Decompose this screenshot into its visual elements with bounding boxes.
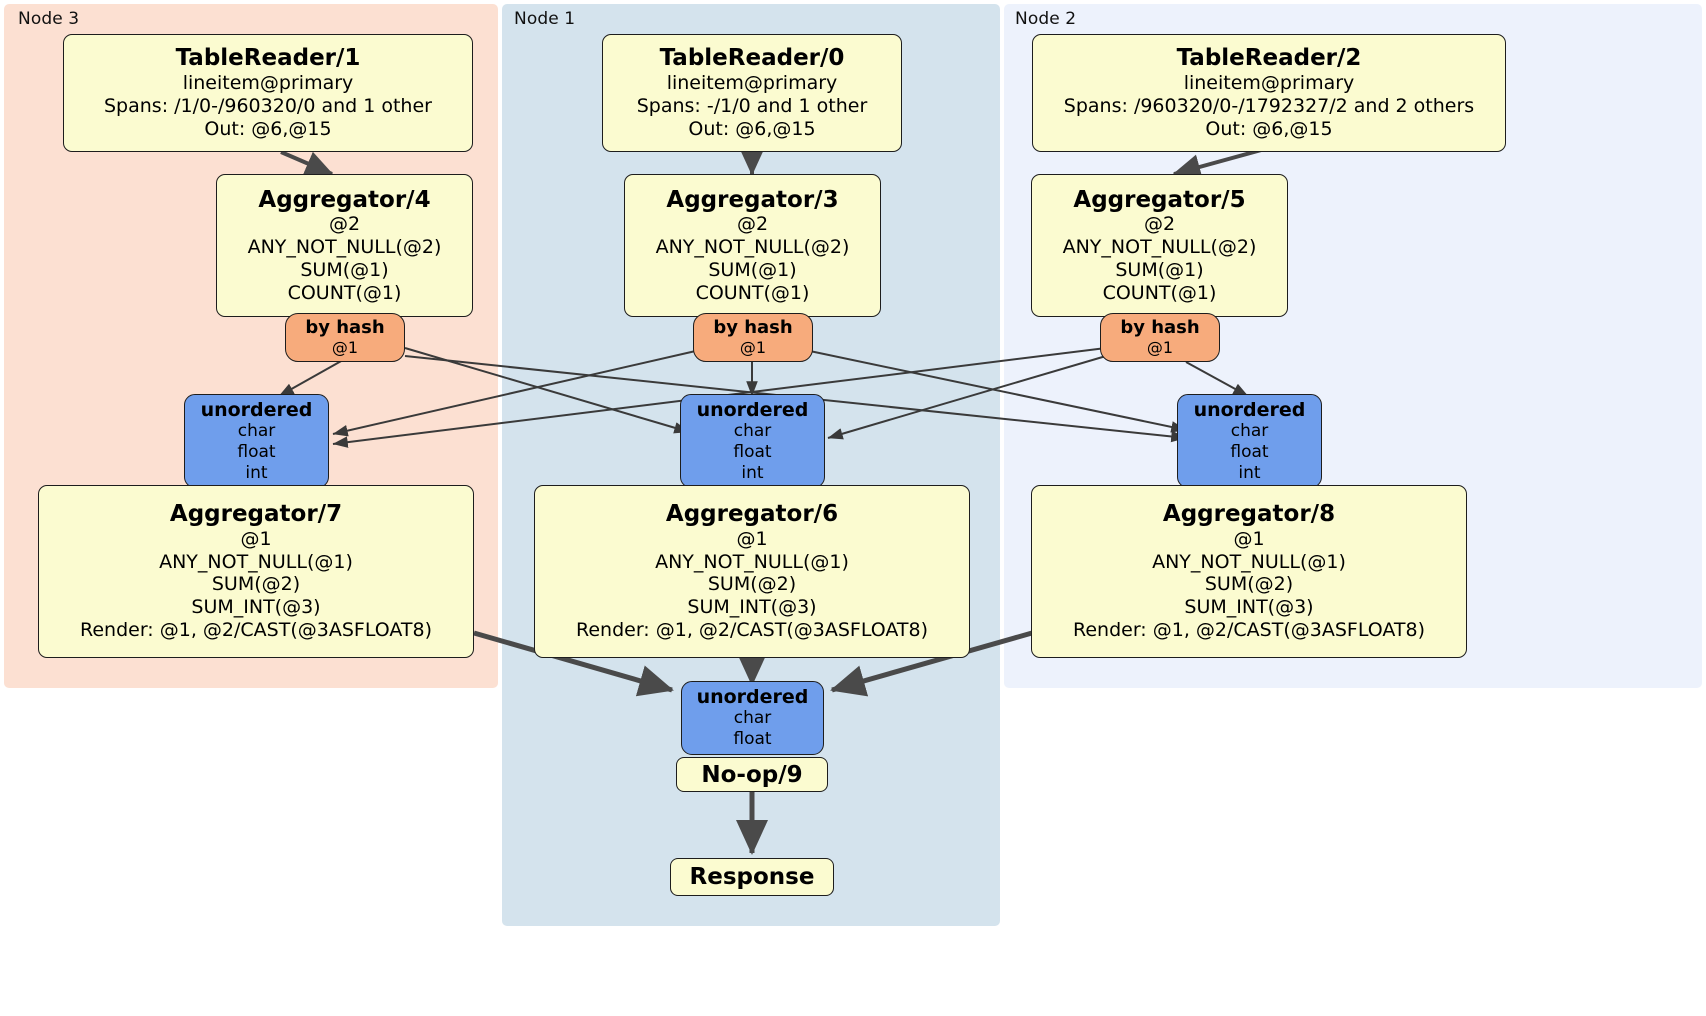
processor-agg-fn: ANY_NOT_NULL(@2) [655, 236, 850, 259]
processor-out: Out: @6,@15 [688, 117, 816, 140]
edge-tr1-agg4 [280, 150, 334, 176]
processor-no-op-9[interactable]: No-op/9 [676, 757, 828, 792]
processor-group-col: @1 [240, 527, 272, 550]
panel-label-node-1: Node 1 [514, 9, 576, 29]
receiver-title: unordered [696, 686, 809, 709]
processor-agg-fn: COUNT(@1) [1102, 281, 1217, 304]
processor-title: Aggregator/6 [665, 501, 839, 528]
processor-group-col: @2 [1143, 213, 1176, 236]
processor-render: Render: @1, @2/CAST(@3ASFLOAT8) [80, 619, 432, 642]
processor-title: Aggregator/4 [258, 186, 431, 213]
processor-agg-fn: SUM_INT(@3) [687, 596, 817, 619]
processor-group-col: @1 [736, 527, 768, 550]
receiver-type: int [245, 462, 268, 483]
processor-aggregator-8[interactable]: Aggregator/8 @1 ANY_NOT_NULL(@1) SUM(@2)… [1031, 485, 1467, 658]
panel-label-node-2: Node 2 [1015, 9, 1077, 29]
edge-agg8-final-recv [830, 630, 1033, 697]
processor-agg-fn: SUM(@2) [707, 573, 797, 596]
processor-group-col: @1 [1233, 527, 1265, 550]
panel-label-node-3: Node 3 [18, 9, 80, 29]
processor-render: Render: @1, @2/CAST(@3ASFLOAT8) [1073, 619, 1425, 642]
processor-title: Response [689, 864, 815, 890]
processor-title: TableReader/1 [175, 45, 361, 72]
receiver-unordered-7[interactable]: unordered char float int [184, 394, 329, 488]
receiver-type: char [733, 421, 772, 442]
processor-agg-fn: SUM(@2) [1204, 573, 1294, 596]
processor-agg-fn: ANY_NOT_NULL(@2) [1062, 236, 1257, 259]
receiver-type: int [741, 462, 764, 483]
processor-table: lineitem@primary [666, 72, 838, 95]
router-by-hash-5[interactable]: by hash @1 [1100, 313, 1220, 362]
edge-hash5-rcv8 [1185, 361, 1249, 397]
receiver-type: char [733, 708, 772, 729]
processor-title: TableReader/0 [659, 45, 845, 72]
edge-hash3-rcv7 [332, 349, 701, 437]
processor-title: Aggregator/7 [169, 501, 343, 528]
processor-table: lineitem@primary [1183, 72, 1355, 95]
processor-table-reader-2[interactable]: TableReader/2 lineitem@primary Spans: /9… [1032, 34, 1506, 152]
processor-out: Out: @6,@15 [1205, 117, 1333, 140]
router-title: by hash [713, 316, 793, 338]
edge-agg7-final-recv [473, 630, 674, 697]
receiver-type: float [733, 729, 772, 750]
receiver-type: char [237, 421, 276, 442]
processor-aggregator-7[interactable]: Aggregator/7 @1 ANY_NOT_NULL(@1) SUM(@2)… [38, 485, 474, 658]
processor-agg-fn: ANY_NOT_NULL(@1) [655, 550, 849, 573]
receiver-title: unordered [200, 398, 313, 421]
processor-aggregator-5[interactable]: Aggregator/5 @2 ANY_NOT_NULL(@2) SUM(@1)… [1031, 174, 1288, 317]
receiver-type: float [733, 441, 772, 462]
processor-agg-fn: ANY_NOT_NULL(@1) [159, 550, 353, 573]
processor-agg-fn: ANY_NOT_NULL(@2) [247, 236, 442, 259]
processor-agg-fn: SUM(@1) [300, 258, 389, 281]
processor-aggregator-6[interactable]: Aggregator/6 @1 ANY_NOT_NULL(@1) SUM(@2)… [534, 485, 970, 658]
processor-agg-fn: SUM(@2) [211, 573, 301, 596]
processor-aggregator-3[interactable]: Aggregator/3 @2 ANY_NOT_NULL(@2) SUM(@1)… [624, 174, 881, 317]
router-title: by hash [305, 316, 385, 338]
router-title: by hash [1120, 316, 1200, 338]
edge-hash5-rcv6 [827, 355, 1107, 440]
receiver-unordered-final[interactable]: unordered char float [681, 681, 824, 755]
processor-spans: Spans: /960320/0-/1792327/2 and 2 others [1063, 94, 1475, 117]
processor-agg-fn: SUM_INT(@3) [191, 596, 321, 619]
processor-group-col: @2 [328, 213, 361, 236]
processor-agg-fn: COUNT(@1) [695, 281, 810, 304]
router-column: @1 [739, 338, 767, 358]
edge-hash3-rcv8 [804, 349, 1187, 433]
processor-agg-fn: SUM(@1) [1115, 258, 1204, 281]
router-column: @1 [1146, 338, 1174, 358]
receiver-unordered-8[interactable]: unordered char float int [1177, 394, 1322, 488]
receiver-type: float [1230, 441, 1269, 462]
receiver-title: unordered [1193, 398, 1306, 421]
receiver-title: unordered [696, 398, 809, 421]
router-by-hash-3[interactable]: by hash @1 [693, 313, 813, 362]
router-column: @1 [331, 338, 359, 358]
processor-table-reader-1[interactable]: TableReader/1 lineitem@primary Spans: /1… [63, 34, 473, 152]
receiver-unordered-6[interactable]: unordered char float int [680, 394, 825, 488]
processor-title: Aggregator/5 [1073, 186, 1246, 213]
processor-render: Render: @1, @2/CAST(@3ASFLOAT8) [576, 619, 928, 642]
processor-title: No-op/9 [701, 761, 803, 788]
processor-table: lineitem@primary [182, 72, 354, 95]
receiver-type: float [237, 441, 276, 462]
processor-spans: Spans: /1/0-/960320/0 and 1 other [104, 94, 432, 117]
processor-spans: Spans: -/1/0 and 1 other [636, 94, 868, 117]
processor-agg-fn: SUM_INT(@3) [1184, 596, 1314, 619]
processor-aggregator-4[interactable]: Aggregator/4 @2 ANY_NOT_NULL(@2) SUM(@1)… [216, 174, 473, 317]
processor-agg-fn: COUNT(@1) [287, 281, 402, 304]
processor-out: Out: @6,@15 [204, 117, 332, 140]
processor-agg-fn: ANY_NOT_NULL(@1) [1152, 550, 1346, 573]
edge-hash4-rcv7 [278, 359, 344, 397]
processor-response[interactable]: Response [670, 858, 834, 896]
receiver-type: char [1230, 421, 1269, 442]
processor-title: Aggregator/8 [1162, 501, 1336, 528]
router-by-hash-4[interactable]: by hash @1 [285, 313, 405, 362]
processor-title: TableReader/2 [1176, 45, 1362, 72]
processor-group-col: @2 [736, 213, 769, 236]
edge-hash4-rcv6 [404, 347, 690, 434]
processor-title: Aggregator/3 [666, 186, 839, 213]
processor-table-reader-0[interactable]: TableReader/0 lineitem@primary Spans: -/… [602, 34, 902, 152]
receiver-type: int [1238, 462, 1261, 483]
processor-agg-fn: SUM(@1) [708, 258, 797, 281]
